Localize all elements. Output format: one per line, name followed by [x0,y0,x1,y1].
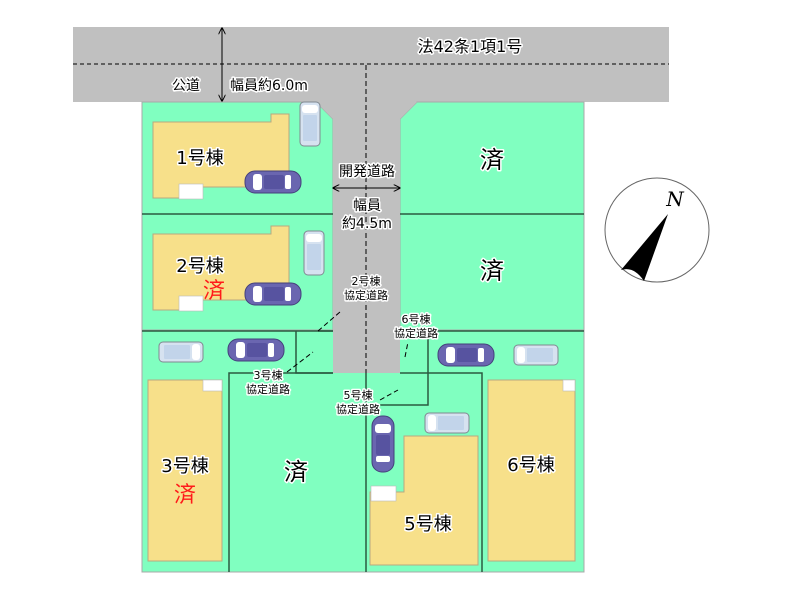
agreement-road-3-line2: 協定道路 [246,382,290,396]
agreement-road-2-line2: 協定道路 [344,288,388,302]
public-road-label: 公道 [172,78,200,94]
north-compass: N [604,177,710,283]
lot-4-sold-mark: 済 [284,458,308,486]
leader-3 [286,351,314,373]
compass-north-label: N [665,187,685,211]
lot-3-sold-mark: 済 [174,483,196,508]
sedan-icon [371,415,395,473]
lot-right-mid-sold-mark: 済 [480,257,504,285]
van-icon [303,230,325,276]
entrances [178,183,576,502]
van-icon [424,412,470,434]
agreement-road-6-line1: 6号棟 [402,312,431,326]
dev-road-width-line1: 幅員 [353,198,381,214]
agreement-road-5-line2: 協定道路 [336,402,380,416]
road-name-label: 法42条1項1号 [418,37,523,56]
agreement-road-6-line2: 協定道路 [394,326,438,340]
building-5 [369,435,479,566]
leader-2 [317,311,341,332]
agreement-road-5-line1: 5号棟 [344,388,373,402]
leader-5 [379,389,399,401]
compass-needle-icon [621,214,668,281]
dev-road-label: 開発道路 [339,164,395,180]
public-road-width-label: 幅員約6.0m [230,78,308,94]
development-road [316,65,417,373]
lot-2-sold-mark: 済 [203,279,225,304]
lot-5-label: 5号棟 [404,514,451,535]
lot-1-label: 1号棟 [176,148,223,169]
agreement-road-2-line1: 2号棟 [352,274,381,288]
building-3 [147,379,223,562]
lot-6-label: 6号棟 [507,455,554,476]
van-icon [158,341,204,363]
van-icon [299,101,321,147]
sedan-icon [244,170,302,194]
leader-6 [404,341,409,358]
sedan-icon [437,343,495,367]
building-6 [487,379,576,562]
public-road [73,27,669,102]
lot-boundaries [142,213,584,572]
lot-right-top-sold-mark: 済 [480,146,504,174]
sedan-icon [244,282,302,306]
lot-2-label: 2号棟 [176,256,223,277]
dev-road-width-line2: 約4.5m [342,216,392,232]
lot-3-label: 3号棟 [161,456,208,477]
sedan-icon [227,338,285,362]
lot-right-area [399,101,585,331]
van-icon [513,344,559,366]
agreement-road-3-line1: 3号棟 [254,368,283,382]
